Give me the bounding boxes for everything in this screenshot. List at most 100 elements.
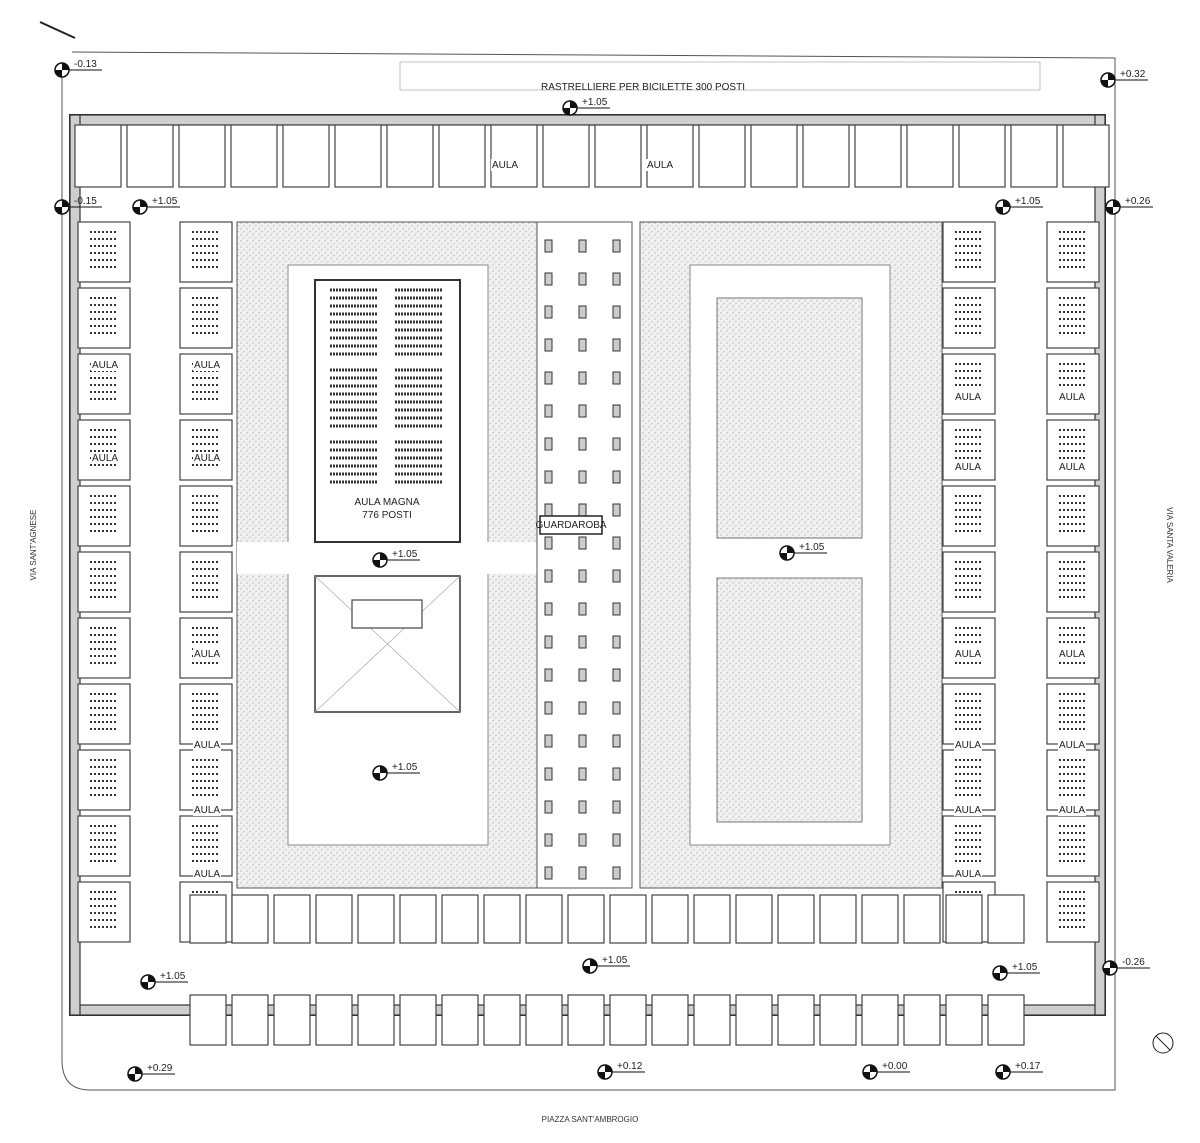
classroom-label: AULA [955,740,981,751]
elevation-icon-fill [55,63,69,77]
elevation-icon-fill [598,1065,612,1079]
column [612,503,621,517]
classroom-label: AULA [194,453,220,464]
column [544,371,553,385]
column [578,800,587,814]
elevation-icon-fill [1103,961,1117,975]
office [273,894,311,944]
column [612,602,621,616]
office [861,994,899,1046]
outer-wall [69,114,1106,126]
room [1010,124,1058,188]
room [438,124,486,188]
elevation-icon-fill [55,200,69,214]
column [544,767,553,781]
elevation-marker: +1.05 [992,962,1040,981]
stage-cross [314,575,461,713]
label-bg [193,804,221,816]
classroom-label: AULA [1059,462,1085,473]
label-bg [954,391,982,403]
street-south: PIAZZA SANT'AMBROGIO [542,1115,639,1124]
compass-icon [1152,1032,1174,1054]
classroom-label: AULA [194,740,220,751]
column [544,239,553,253]
office [483,994,521,1046]
elevation-marker: +0.32 [1100,69,1148,88]
label-bg [954,804,982,816]
column [544,272,553,286]
room [1062,124,1110,188]
classroom-label: AULA [194,649,220,660]
column [612,272,621,286]
elevation-icon-fill [996,1065,1010,1079]
elevation-value: -0.13 [74,59,97,70]
label-bg [1058,804,1086,816]
office [567,894,605,944]
label-bg [954,739,982,751]
room [179,221,233,283]
elevation-icon-fill [373,766,387,780]
column [612,437,621,451]
column [578,305,587,319]
elevation-value: +0.17 [1015,1061,1041,1072]
elevation-icon-fill [863,1065,877,1079]
elevation-value: +1.05 [392,762,418,773]
room [230,124,278,188]
room [854,124,902,188]
office [945,894,983,944]
guardaroba-label: GUARDAROBA [535,520,606,531]
elevation-value: -0.15 [74,196,97,207]
column [544,437,553,451]
central-arcade [536,221,633,889]
elevation-marker: +1.05 [995,196,1043,215]
column [544,404,553,418]
column [612,701,621,715]
label-bg [646,159,674,171]
elevation-marker: +1.05 [779,542,827,561]
column [612,866,621,880]
classroom-label: AULA [647,160,673,171]
elevation-value: +1.05 [160,971,186,982]
column [544,503,553,517]
column [578,767,587,781]
office [315,894,353,944]
room [906,124,954,188]
label-bg [91,452,119,464]
street-west: VIA SANT'AGNESE [29,510,38,581]
column [544,635,553,649]
office [399,894,437,944]
label-bg [1058,461,1086,473]
elevation-icon-fill [780,546,794,560]
elevation-marker: +0.17 [995,1061,1043,1080]
elevation-marker: +1.05 [132,196,180,215]
elevation-icon-fill [993,966,1007,980]
office [609,894,647,944]
room [74,124,122,188]
column [578,239,587,253]
office [651,894,689,944]
column [578,569,587,583]
column [612,404,621,418]
office [273,994,311,1046]
aula-magna-label: AULA MAGNA [354,497,419,508]
column [544,536,553,550]
column [612,734,621,748]
classroom-label: AULA [955,869,981,880]
elevation-icon-fill [1101,73,1115,87]
elevation-marker: +0.26 [1105,196,1153,215]
column [612,338,621,352]
classroom-label: AULA [955,805,981,816]
office [231,894,269,944]
classroom-label: AULA [955,649,981,660]
room [594,124,642,188]
room [542,124,590,188]
office [357,894,395,944]
room [750,124,798,188]
column [544,668,553,682]
label-bg [1058,391,1086,403]
street-east: VIA SANTA VALERIA [1165,507,1174,583]
column [612,569,621,583]
column [578,503,587,517]
office [693,894,731,944]
guardaroba-box [539,515,603,535]
